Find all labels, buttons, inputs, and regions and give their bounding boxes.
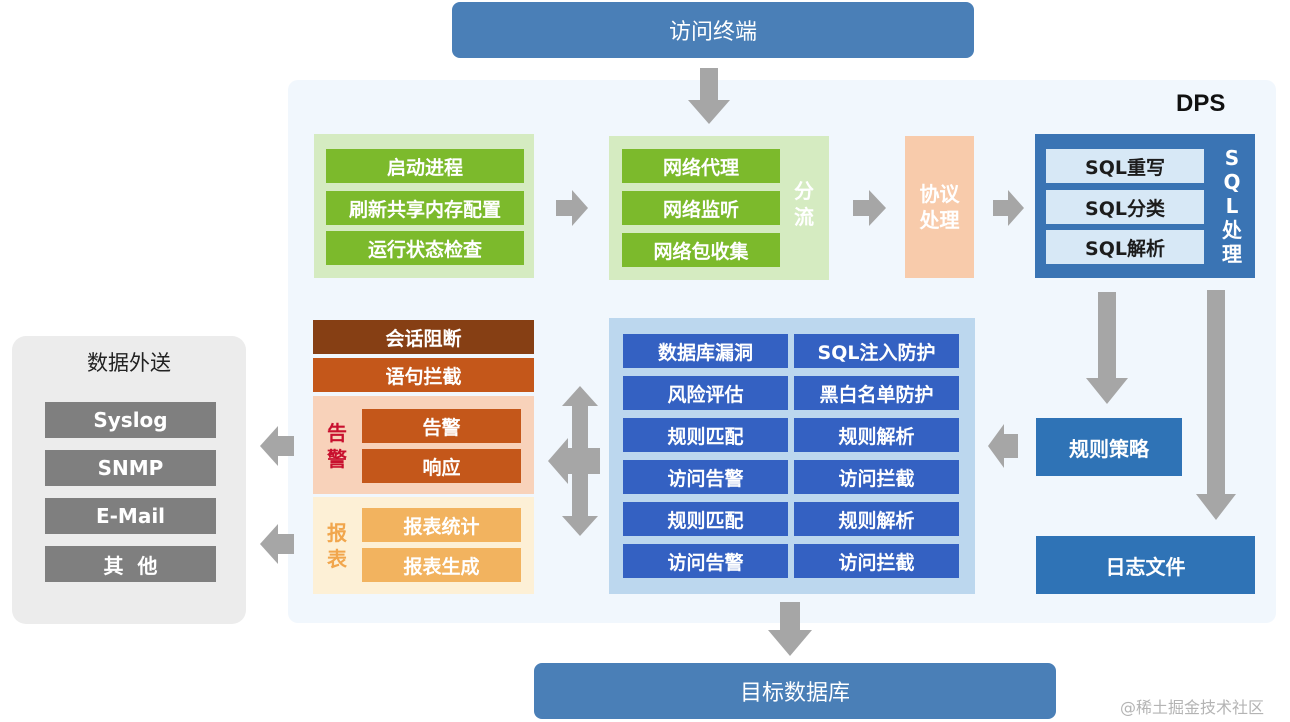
arrow-down-icon bbox=[688, 68, 730, 124]
split-flow-label: 分 流 bbox=[786, 176, 822, 232]
split-flow-char-2: 流 bbox=[794, 205, 814, 229]
log-file-box: 日志文件 bbox=[1036, 536, 1255, 594]
target-database-bar: 目标数据库 bbox=[534, 663, 1056, 719]
sql-label-char-4: 处 bbox=[1222, 218, 1242, 242]
report-stats-box: 报表统计 bbox=[362, 508, 521, 542]
report-label-char-1: 报 bbox=[327, 521, 347, 545]
session-block-box: 会话阻断 bbox=[313, 320, 534, 354]
alarm-label-char-1: 告 bbox=[327, 421, 347, 445]
arrow-right-icon bbox=[853, 190, 886, 226]
sql-label-char-5: 理 bbox=[1222, 242, 1242, 266]
outbound-title: 数据外送 bbox=[87, 351, 171, 375]
alarm-label-char-2: 警 bbox=[327, 447, 347, 471]
rule-cell: 访问拦截 bbox=[794, 460, 959, 494]
rule-cell: 访问拦截 bbox=[794, 544, 959, 578]
status-check-box: 运行状态检查 bbox=[326, 231, 524, 265]
rule-cell: 访问告警 bbox=[623, 544, 788, 578]
packet-collect-box: 网络包收集 bbox=[622, 233, 780, 267]
sql-process-label: S Q L 处 理 bbox=[1216, 143, 1248, 269]
rule-cell: 风险评估 bbox=[623, 376, 788, 410]
arrow-left-icon bbox=[988, 424, 1018, 468]
watermark: @稀土掘金技术社区 bbox=[1120, 698, 1265, 717]
sql-parse-box: SQL解析 bbox=[1046, 230, 1204, 264]
rule-cell: 数据库漏洞 bbox=[623, 334, 788, 368]
refresh-shared-memory-box: 刷新共享内存配置 bbox=[326, 191, 524, 225]
report-generate-box: 报表生成 bbox=[362, 548, 521, 582]
sql-rewrite-box: SQL重写 bbox=[1046, 149, 1204, 183]
dps-title: DPS bbox=[1176, 90, 1226, 117]
arrow-down-icon bbox=[1086, 292, 1128, 404]
email-box: E-Mail bbox=[45, 498, 216, 534]
alarm-box: 告警 bbox=[362, 409, 521, 443]
sql-label-char-2: Q bbox=[1223, 170, 1241, 194]
rules-strategy-box: 规则策略 bbox=[1036, 418, 1182, 476]
sql-label-char-3: L bbox=[1225, 194, 1239, 218]
arrow-right-icon bbox=[993, 190, 1024, 226]
response-box: 响应 bbox=[362, 449, 521, 483]
arrow-left-icon bbox=[260, 524, 294, 564]
arrow-down-icon bbox=[1196, 290, 1236, 520]
arrow-left-icon bbox=[260, 426, 294, 466]
statement-intercept-box: 语句拦截 bbox=[313, 358, 534, 392]
split-flow-char-1: 分 bbox=[794, 179, 814, 203]
arrow-down-icon bbox=[768, 602, 812, 656]
arrow-left-icon bbox=[548, 438, 600, 484]
arrow-right-icon bbox=[556, 190, 588, 226]
network-proxy-box: 网络代理 bbox=[622, 149, 780, 183]
rule-cell: SQL注入防护 bbox=[794, 334, 959, 368]
access-terminal-bar: 访问终端 bbox=[452, 2, 974, 58]
protocol-line-2: 处理 bbox=[919, 208, 960, 232]
rule-cell: 黑白名单防护 bbox=[794, 376, 959, 410]
rule-cell: 规则解析 bbox=[794, 418, 959, 452]
snmp-box: SNMP bbox=[45, 450, 216, 486]
rule-cell: 规则匹配 bbox=[623, 418, 788, 452]
syslog-box: Syslog bbox=[45, 402, 216, 438]
other-box: 其 他 bbox=[45, 546, 216, 582]
report-side-label: 报 表 bbox=[322, 518, 352, 574]
alarm-side-label: 告 警 bbox=[322, 418, 352, 474]
start-process-box: 启动进程 bbox=[326, 149, 524, 183]
network-listen-box: 网络监听 bbox=[622, 191, 780, 225]
rule-cell: 访问告警 bbox=[623, 460, 788, 494]
rule-cell: 规则匹配 bbox=[623, 502, 788, 536]
protocol-panel: 协议 处理 bbox=[905, 136, 974, 278]
sql-classify-box: SQL分类 bbox=[1046, 190, 1204, 224]
report-label-char-2: 表 bbox=[327, 547, 347, 571]
protocol-line-1: 协议 bbox=[919, 182, 960, 206]
sql-label-char-1: S bbox=[1224, 146, 1240, 170]
rule-cell: 规则解析 bbox=[794, 502, 959, 536]
